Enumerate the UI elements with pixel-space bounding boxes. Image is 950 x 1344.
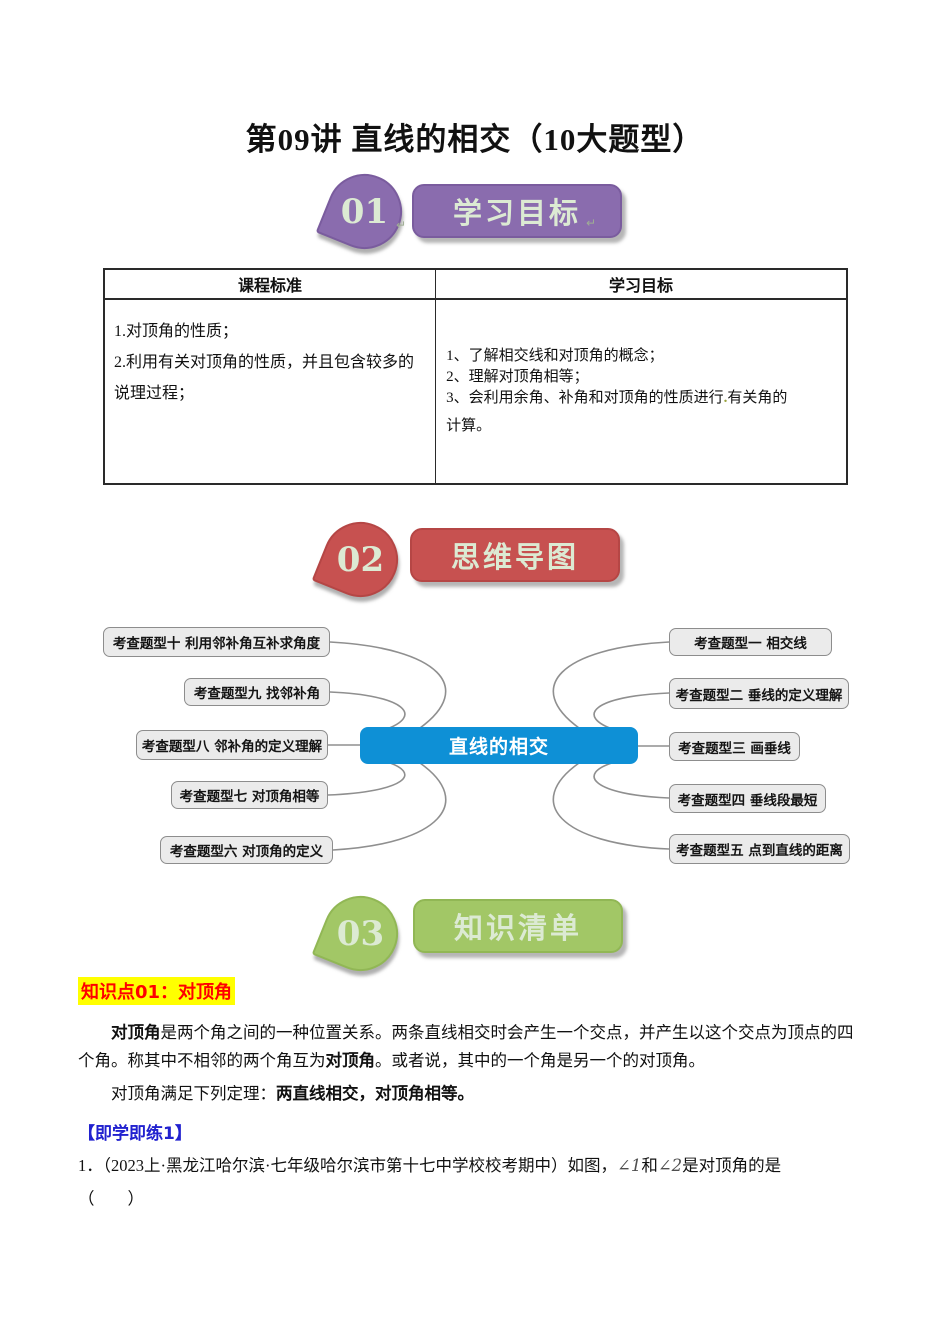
answer-brackets: （ ）	[78, 1189, 144, 1208]
table-header-row: 课程标准 学习目标	[105, 270, 846, 300]
mindmap-node-type3: 考查题型三 画垂线	[669, 732, 800, 761]
course-goals-table: 课程标准 学习目标 1.对顶角的性质； 2.利用有关对顶角的性质，并且包含较多的…	[103, 268, 848, 485]
section-title-label: 思维导图	[450, 540, 579, 574]
return-mark-icon: ↵	[396, 218, 407, 232]
section-number: 01	[340, 191, 389, 232]
mindmap-connector-lines	[327, 641, 670, 851]
section-title-label: 知识清单	[453, 911, 582, 945]
section-number-badge: 01	[315, 162, 414, 261]
section-header-mindmap: 02 思维导图	[0, 510, 950, 609]
mindmap-node-type10: 考查题型十 利用邻补角互补求角度	[103, 627, 330, 657]
mindmap-node-type4: 考查题型四 垂线段最短	[669, 784, 826, 813]
section-title-pill: 学习目标	[412, 184, 622, 238]
section-number: 02	[336, 539, 385, 580]
standards-cell: 1.对顶角的性质； 2.利用有关对顶角的性质，并且包含较多的 说理过程；	[105, 300, 437, 483]
return-mark-icon: ↵	[586, 216, 597, 230]
mindmap-node-type6: 考查题型六 对顶角的定义	[160, 836, 333, 864]
stray-dot-mark: .	[723, 390, 728, 406]
knowledge-paragraph-2: 对顶角满足下列定理：两直线相交，对顶角相等。	[111, 1084, 474, 1103]
section-header-knowledge-list: 03 知识清单	[0, 884, 950, 983]
knowledge-point-heading: 知识点01：对顶角	[78, 977, 236, 1005]
table-header-goals: 学习目标	[609, 278, 674, 295]
section-number-badge: 03	[311, 884, 410, 983]
angle-1-symbol: ∠1	[617, 1156, 642, 1175]
section-header-learning-goals: 01 ↵ 学习目标 ↵	[0, 162, 950, 261]
mindmap-node-type2: 考查题型二 垂线的定义理解	[669, 678, 849, 709]
mindmap-node-type1: 考查题型一 相交线	[669, 628, 832, 656]
mindmap-node-type5: 考查题型五 点到直线的距离	[669, 834, 850, 864]
section-number: 03	[336, 913, 385, 954]
section-number-badge: 02	[311, 510, 410, 609]
goals-cell: 1、了解相交线和对顶角的概念； 2、理解对顶角相等； 3、会利用余角、补角和对顶…	[436, 300, 846, 483]
knowledge-point-body: 对顶角是两个角之间的一种位置关系。两条直线相交时会产生一个交点，并产生以这个交点…	[78, 1019, 864, 1108]
question-number: 1．	[78, 1156, 103, 1175]
goals-line: 计算。	[446, 418, 492, 434]
goals-line: 1、了解相交线和对顶角的概念；	[446, 348, 664, 364]
question-1: 1．（2023上·黑龙江哈尔滨·七年级哈尔滨市第十七中学校校考期中）如图，∠1和…	[78, 1152, 878, 1180]
mindmap-node-type7: 考查题型七 对顶角相等	[171, 781, 328, 809]
standards-line: 1.对顶角的性质；	[114, 323, 239, 340]
table-header-standards: 课程标准	[105, 270, 437, 298]
question-suffix: 是对顶角的是	[682, 1156, 782, 1175]
goals-line: 2、理解对顶角相等；	[446, 369, 589, 385]
table-body-row: 1.对顶角的性质； 2.利用有关对顶角的性质，并且包含较多的 说理过程； 1、了…	[105, 300, 846, 483]
section-title-label: 学习目标	[452, 196, 581, 230]
question-conjunction: 和	[641, 1156, 658, 1175]
knowledge-paragraph-1: 对顶角是两个角之间的一种位置关系。两条直线相交时会产生一个交点，并产生以这个交点…	[78, 1023, 854, 1070]
mindmap: 考查题型十 利用邻补角互补求角度 考查题型九 找邻补角 考查题型八 邻补角的定义…	[0, 600, 950, 890]
goals-line: 3、会利用余角、补角和对顶角的性质进行.有关角的	[446, 390, 788, 406]
mindmap-node-type9: 考查题型九 找邻补角	[184, 678, 330, 706]
page-title: 第09讲 直线的相交（10大题型）	[245, 122, 705, 157]
mindmap-center-node: 直线的相交	[360, 727, 638, 764]
practice-tag: 【即学即练1】	[78, 1124, 192, 1144]
question-source: （2023上·黑龙江哈尔滨·七年级哈尔滨市第十七中学校校考期中）如图，	[102, 1156, 617, 1175]
section-title-pill: 思维导图	[410, 528, 620, 582]
mindmap-node-type8: 考查题型八 邻补角的定义理解	[136, 730, 328, 760]
standards-line: 说理过程；	[114, 385, 195, 402]
standards-line: 2.利用有关对顶角的性质，并且包含较多的	[114, 354, 415, 371]
section-title-pill: 知识清单	[413, 899, 623, 953]
angle-2-symbol: ∠2	[657, 1156, 683, 1175]
